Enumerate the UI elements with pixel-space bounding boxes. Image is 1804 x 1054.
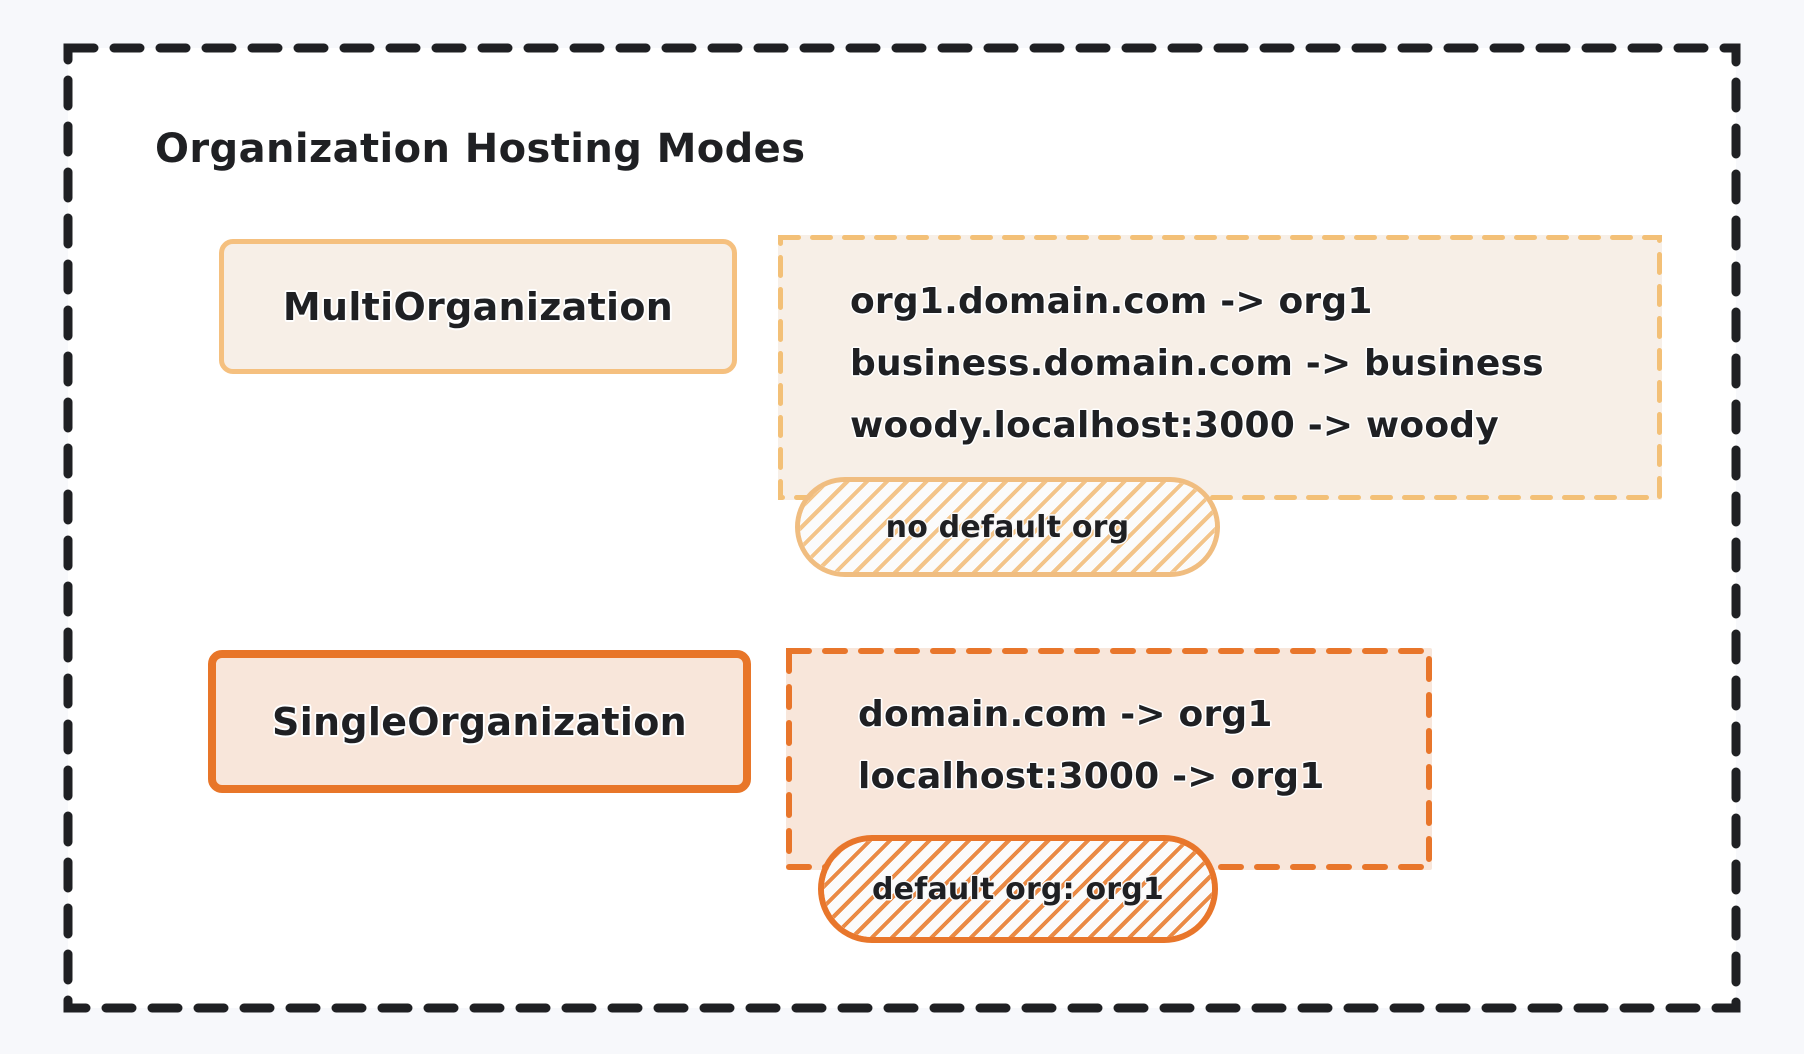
mapping-line: woody.localhost:3000 -> woody [850, 405, 1499, 446]
mapping-line: domain.com -> org1 [858, 694, 1273, 735]
mode-box-multi-organization[interactable]: MultiOrganization [219, 239, 737, 374]
badge-label-no-default-org: no default org [885, 509, 1130, 545]
diagram-title: Organization Hosting Modes [155, 126, 806, 172]
mode-label-multi-organization: MultiOrganization [282, 284, 674, 329]
detail-panel-multi-organization: org1.domain.com -> org1 business.domain.… [778, 235, 1662, 500]
mapping-line: org1.domain.com -> org1 [850, 281, 1373, 322]
mapping-list-single: domain.com -> org1 localhost:3000 -> org… [858, 684, 1432, 808]
badge-no-default-org: no default org [795, 477, 1220, 577]
mode-box-single-organization[interactable]: SingleOrganization [208, 650, 751, 793]
mode-label-single-organization: SingleOrganization [272, 699, 687, 744]
mapping-list-multi: org1.domain.com -> org1 business.domain.… [850, 271, 1662, 457]
badge-default-org: default org: org1 [818, 835, 1218, 943]
badge-label-default-org: default org: org1 [871, 871, 1165, 907]
mapping-line: localhost:3000 -> org1 [858, 756, 1325, 797]
mapping-line: business.domain.com -> business [850, 343, 1544, 384]
